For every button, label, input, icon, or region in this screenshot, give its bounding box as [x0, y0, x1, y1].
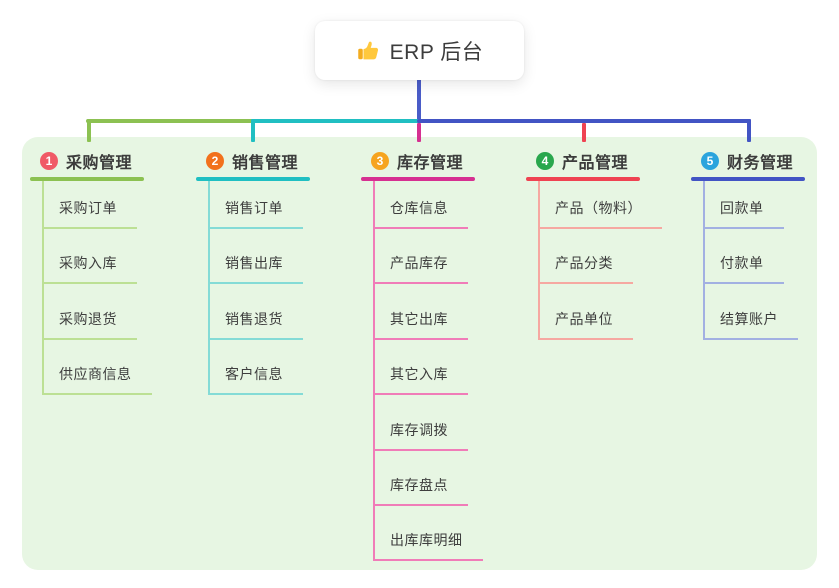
tree-node-label[interactable]: 产品分类 — [540, 253, 633, 285]
bus-segment-purchase — [86, 119, 253, 123]
tree-node-item: 产品（物料） — [540, 181, 662, 229]
tree-node-item: 付款单 — [705, 229, 798, 285]
drop-line-product — [582, 123, 586, 142]
tree-node-label[interactable]: 付款单 — [705, 253, 784, 285]
tree-node-label[interactable]: 产品库存 — [375, 253, 468, 285]
branch-node-sales[interactable]: 2 销售管理 — [206, 151, 299, 172]
branch-badge: 1 — [40, 152, 58, 170]
branch-column-sales: 2 销售管理 销售订单 销售出库 销售退货 客户信息 — [196, 0, 311, 588]
tree-node-label[interactable]: 客户信息 — [210, 364, 303, 396]
branches-panel — [22, 137, 817, 570]
tree-node-label[interactable]: 产品（物料） — [540, 198, 662, 229]
tree-node-label[interactable]: 采购退货 — [44, 309, 137, 340]
tree-node-label[interactable]: 其它出库 — [375, 309, 468, 340]
child-list: 采购订单 采购入库 采购退货 供应商信息 — [42, 181, 152, 396]
tree-node-label[interactable]: 回款单 — [705, 198, 784, 229]
bus-segment-finance — [417, 119, 751, 123]
tree-node-label[interactable]: 销售退货 — [210, 309, 303, 340]
branch-label: 产品管理 — [562, 155, 629, 172]
tree-node-item: 库存盘点 — [375, 451, 483, 506]
tree-node-item: 库存调拨 — [375, 395, 483, 451]
tree-node-item: 销售订单 — [210, 181, 303, 229]
root-connector-line — [417, 80, 421, 123]
tree-node-label[interactable]: 采购入库 — [44, 253, 137, 285]
tree-node-label[interactable]: 销售出库 — [210, 253, 303, 285]
tree-node-item: 产品单位 — [540, 284, 662, 340]
branch-column-finance: 5 财务管理 回款单 付款单 结算账户 — [691, 0, 806, 588]
child-list: 回款单 付款单 结算账户 — [703, 181, 798, 340]
tree-node-item: 回款单 — [705, 181, 798, 229]
branch-column-inventory: 3 库存管理 仓库信息 产品库存 其它出库 其它入库 库存调拨 库存盘点 出库库… — [361, 0, 483, 588]
tree-node-item: 出库库明细 — [375, 506, 483, 562]
bus-segment-sales — [251, 119, 421, 123]
thumbs-up-icon — [357, 41, 378, 59]
tree-node-label[interactable]: 供应商信息 — [44, 364, 152, 396]
drop-line-purchase — [87, 119, 91, 142]
branch-column-product: 4 产品管理 产品（物料） 产品分类 产品单位 — [526, 0, 662, 588]
drop-line-finance — [747, 119, 751, 142]
drop-line-inventory — [417, 123, 421, 142]
branch-label: 采购管理 — [66, 155, 133, 172]
branch-node-inventory[interactable]: 3 库存管理 — [371, 151, 464, 172]
tree-node-item: 销售出库 — [210, 229, 303, 285]
tree-node-item: 采购退货 — [44, 284, 152, 340]
branch-underline — [526, 177, 640, 181]
tree-node-item: 其它出库 — [375, 284, 483, 340]
branch-node-finance[interactable]: 5 财务管理 — [701, 151, 794, 172]
branch-badge: 4 — [536, 152, 554, 170]
tree-node-label[interactable]: 结算账户 — [705, 309, 798, 340]
branch-badge: 3 — [371, 152, 389, 170]
tree-node-label[interactable]: 采购订单 — [44, 198, 137, 229]
tree-node-item: 仓库信息 — [375, 181, 483, 229]
tree-node-label[interactable]: 库存盘点 — [375, 475, 468, 506]
tree-node-item: 其它入库 — [375, 340, 483, 396]
branch-node-product[interactable]: 4 产品管理 — [536, 151, 629, 172]
tree-node-item: 结算账户 — [705, 284, 798, 340]
tree-node-label[interactable]: 其它入库 — [375, 364, 468, 396]
tree-node-item: 销售退货 — [210, 284, 303, 340]
tree-node-label[interactable]: 仓库信息 — [375, 198, 468, 229]
child-list: 仓库信息 产品库存 其它出库 其它入库 库存调拨 库存盘点 出库库明细 — [373, 181, 483, 562]
branch-badge: 5 — [701, 152, 719, 170]
tree-node-item: 产品库存 — [375, 229, 483, 285]
root-node[interactable]: ERP 后台 — [315, 21, 524, 80]
branch-underline — [691, 177, 805, 181]
tree-node-item: 产品分类 — [540, 229, 662, 285]
branch-badge: 2 — [206, 152, 224, 170]
tree-node-item: 采购订单 — [44, 181, 152, 229]
tree-node-label[interactable]: 产品单位 — [540, 309, 633, 340]
branch-underline — [361, 177, 475, 181]
branch-node-purchase[interactable]: 1 采购管理 — [40, 151, 133, 172]
tree-node-item: 客户信息 — [210, 340, 303, 396]
branch-column-purchase: 1 采购管理 采购订单 采购入库 采购退货 供应商信息 — [30, 0, 152, 588]
child-list: 销售订单 销售出库 销售退货 客户信息 — [208, 181, 303, 396]
child-list: 产品（物料） 产品分类 产品单位 — [538, 181, 662, 340]
branch-label: 财务管理 — [727, 155, 794, 172]
root-node-label: ERP 后台 — [389, 40, 484, 64]
branch-label: 销售管理 — [232, 155, 299, 172]
tree-node-item: 采购入库 — [44, 229, 152, 285]
tree-node-label[interactable]: 库存调拨 — [375, 420, 468, 451]
drop-line-sales — [251, 119, 255, 142]
branch-underline — [30, 177, 144, 181]
branch-label: 库存管理 — [397, 155, 464, 172]
tree-node-label[interactable]: 出库库明细 — [375, 530, 483, 562]
branch-underline — [196, 177, 310, 181]
tree-node-item: 供应商信息 — [44, 340, 152, 396]
tree-node-label[interactable]: 销售订单 — [210, 198, 303, 229]
